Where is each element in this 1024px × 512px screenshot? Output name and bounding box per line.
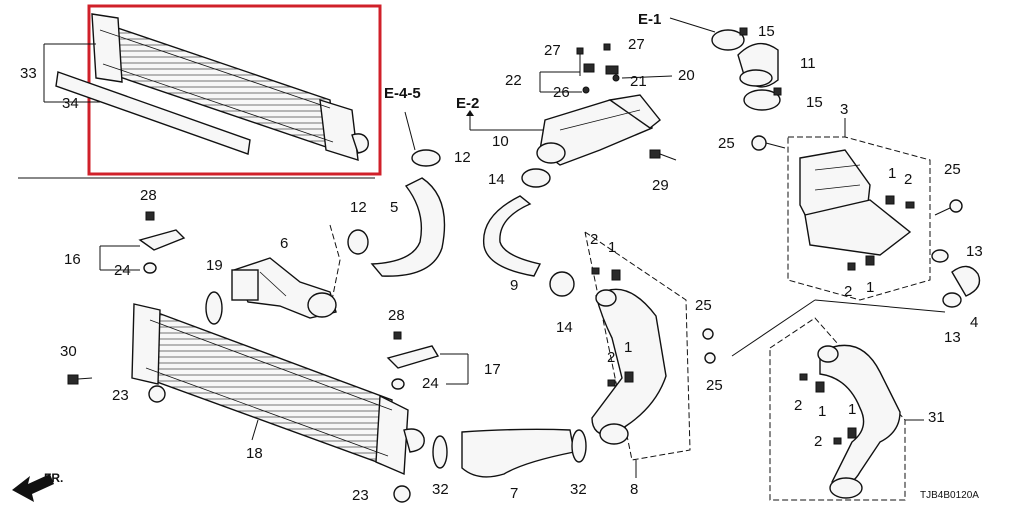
callout-25a: 25 xyxy=(718,135,735,152)
callout-4: 4 xyxy=(970,314,978,331)
callout-1c: 1 xyxy=(608,239,616,256)
o-ring-19 xyxy=(205,291,223,325)
mount-23-bottom xyxy=(393,485,411,503)
callout-1f: 1 xyxy=(848,401,856,418)
hose-4 xyxy=(951,265,981,297)
clamp-14-top xyxy=(521,168,551,188)
callout-1e: 1 xyxy=(818,403,826,420)
callout-33: 33 xyxy=(20,65,37,82)
pipe-31 xyxy=(817,344,901,499)
ref-label-e2: E-2 xyxy=(456,95,479,112)
callout-12a: 12 xyxy=(454,149,471,166)
callout-31: 31 xyxy=(928,409,945,426)
callout-25d: 25 xyxy=(706,377,723,394)
callout-28a: 28 xyxy=(140,187,157,204)
clamp-13-lower xyxy=(942,292,962,308)
hose-7 xyxy=(461,428,575,478)
clamp-15-upper xyxy=(711,27,748,51)
callout-8: 8 xyxy=(630,481,638,498)
intercooler-assembly-top xyxy=(91,13,369,161)
callout-15b: 15 xyxy=(806,94,823,111)
callout-2e: 2 xyxy=(794,397,802,414)
bracket-17 xyxy=(386,331,440,390)
callout-9: 9 xyxy=(510,277,518,294)
callout-23a: 23 xyxy=(112,387,129,404)
callout-1b: 1 xyxy=(866,279,874,296)
callout-28b: 28 xyxy=(388,307,405,324)
callout-2f: 2 xyxy=(814,433,822,450)
callout-7: 7 xyxy=(510,485,518,502)
callout-1d: 1 xyxy=(624,339,632,356)
callout-34: 34 xyxy=(62,95,79,112)
bolt-29 xyxy=(649,149,677,161)
mount-23-top xyxy=(148,385,166,403)
callout-25b: 25 xyxy=(944,161,961,178)
callout-1a: 1 xyxy=(888,165,896,182)
clamp-12-top xyxy=(411,149,441,167)
callout-14b: 14 xyxy=(556,319,573,336)
hose-11 xyxy=(737,42,779,88)
callout-24b: 24 xyxy=(422,375,439,392)
callout-21: 21 xyxy=(630,73,647,90)
air-duct-6 xyxy=(231,257,337,319)
clamp-13-upper xyxy=(931,249,949,263)
hose-9 xyxy=(482,195,542,277)
callout-2d: 2 xyxy=(607,349,615,366)
callout-30: 30 xyxy=(60,343,77,360)
callout-27b: 27 xyxy=(628,36,645,53)
callout-18: 18 xyxy=(246,445,263,462)
intake-duct-10 xyxy=(536,94,661,166)
callout-5: 5 xyxy=(390,199,398,216)
callout-10: 10 xyxy=(492,133,509,150)
hose-5 xyxy=(370,177,446,277)
clamp-15-lower xyxy=(743,87,782,111)
bolt-25-upper xyxy=(751,135,786,151)
callout-15a: 15 xyxy=(758,23,775,40)
front-direction-arrow xyxy=(12,474,54,502)
seal-strip-34 xyxy=(55,71,251,155)
bracket-16 xyxy=(138,211,186,274)
clamp-32-left xyxy=(432,435,448,469)
callout-2a: 2 xyxy=(904,171,912,188)
callout-3: 3 xyxy=(840,101,848,118)
sensor-bracket xyxy=(576,43,620,94)
callout-2b: 2 xyxy=(844,283,852,300)
callout-29: 29 xyxy=(652,177,669,194)
callout-22: 22 xyxy=(505,72,522,89)
resonator-box-3 xyxy=(799,149,912,256)
callout-17: 17 xyxy=(484,361,501,378)
clamp-14-bottom xyxy=(549,271,575,297)
clamp-32-right xyxy=(571,429,587,463)
callout-16: 16 xyxy=(64,251,81,268)
ref-label-e45: E-4-5 xyxy=(384,85,421,102)
bolt-25-right xyxy=(934,199,963,216)
callout-13b: 13 xyxy=(944,329,961,346)
callout-14a: 14 xyxy=(488,171,505,188)
callout-13a: 13 xyxy=(966,243,983,260)
callout-32a: 32 xyxy=(432,481,449,498)
callout-27a: 27 xyxy=(544,42,561,59)
front-direction-label: FR. xyxy=(44,471,63,485)
callout-12b: 12 xyxy=(350,199,367,216)
clamp-12-mid xyxy=(347,229,369,255)
callout-2c: 2 xyxy=(590,231,598,248)
callout-19: 19 xyxy=(206,257,223,274)
diagram-code: TJB4B0120A xyxy=(920,490,979,501)
callout-6: 6 xyxy=(280,235,288,252)
callout-11: 11 xyxy=(800,55,816,72)
intercooler-18 xyxy=(131,303,425,476)
bolt-30 xyxy=(67,374,93,385)
callout-25c: 25 xyxy=(695,297,712,314)
callout-23b: 23 xyxy=(352,487,369,504)
callout-32b: 32 xyxy=(570,481,587,498)
pipe-8 xyxy=(591,288,667,445)
callout-20: 20 xyxy=(678,67,695,84)
ref-label-e1: E-1 xyxy=(638,11,661,28)
